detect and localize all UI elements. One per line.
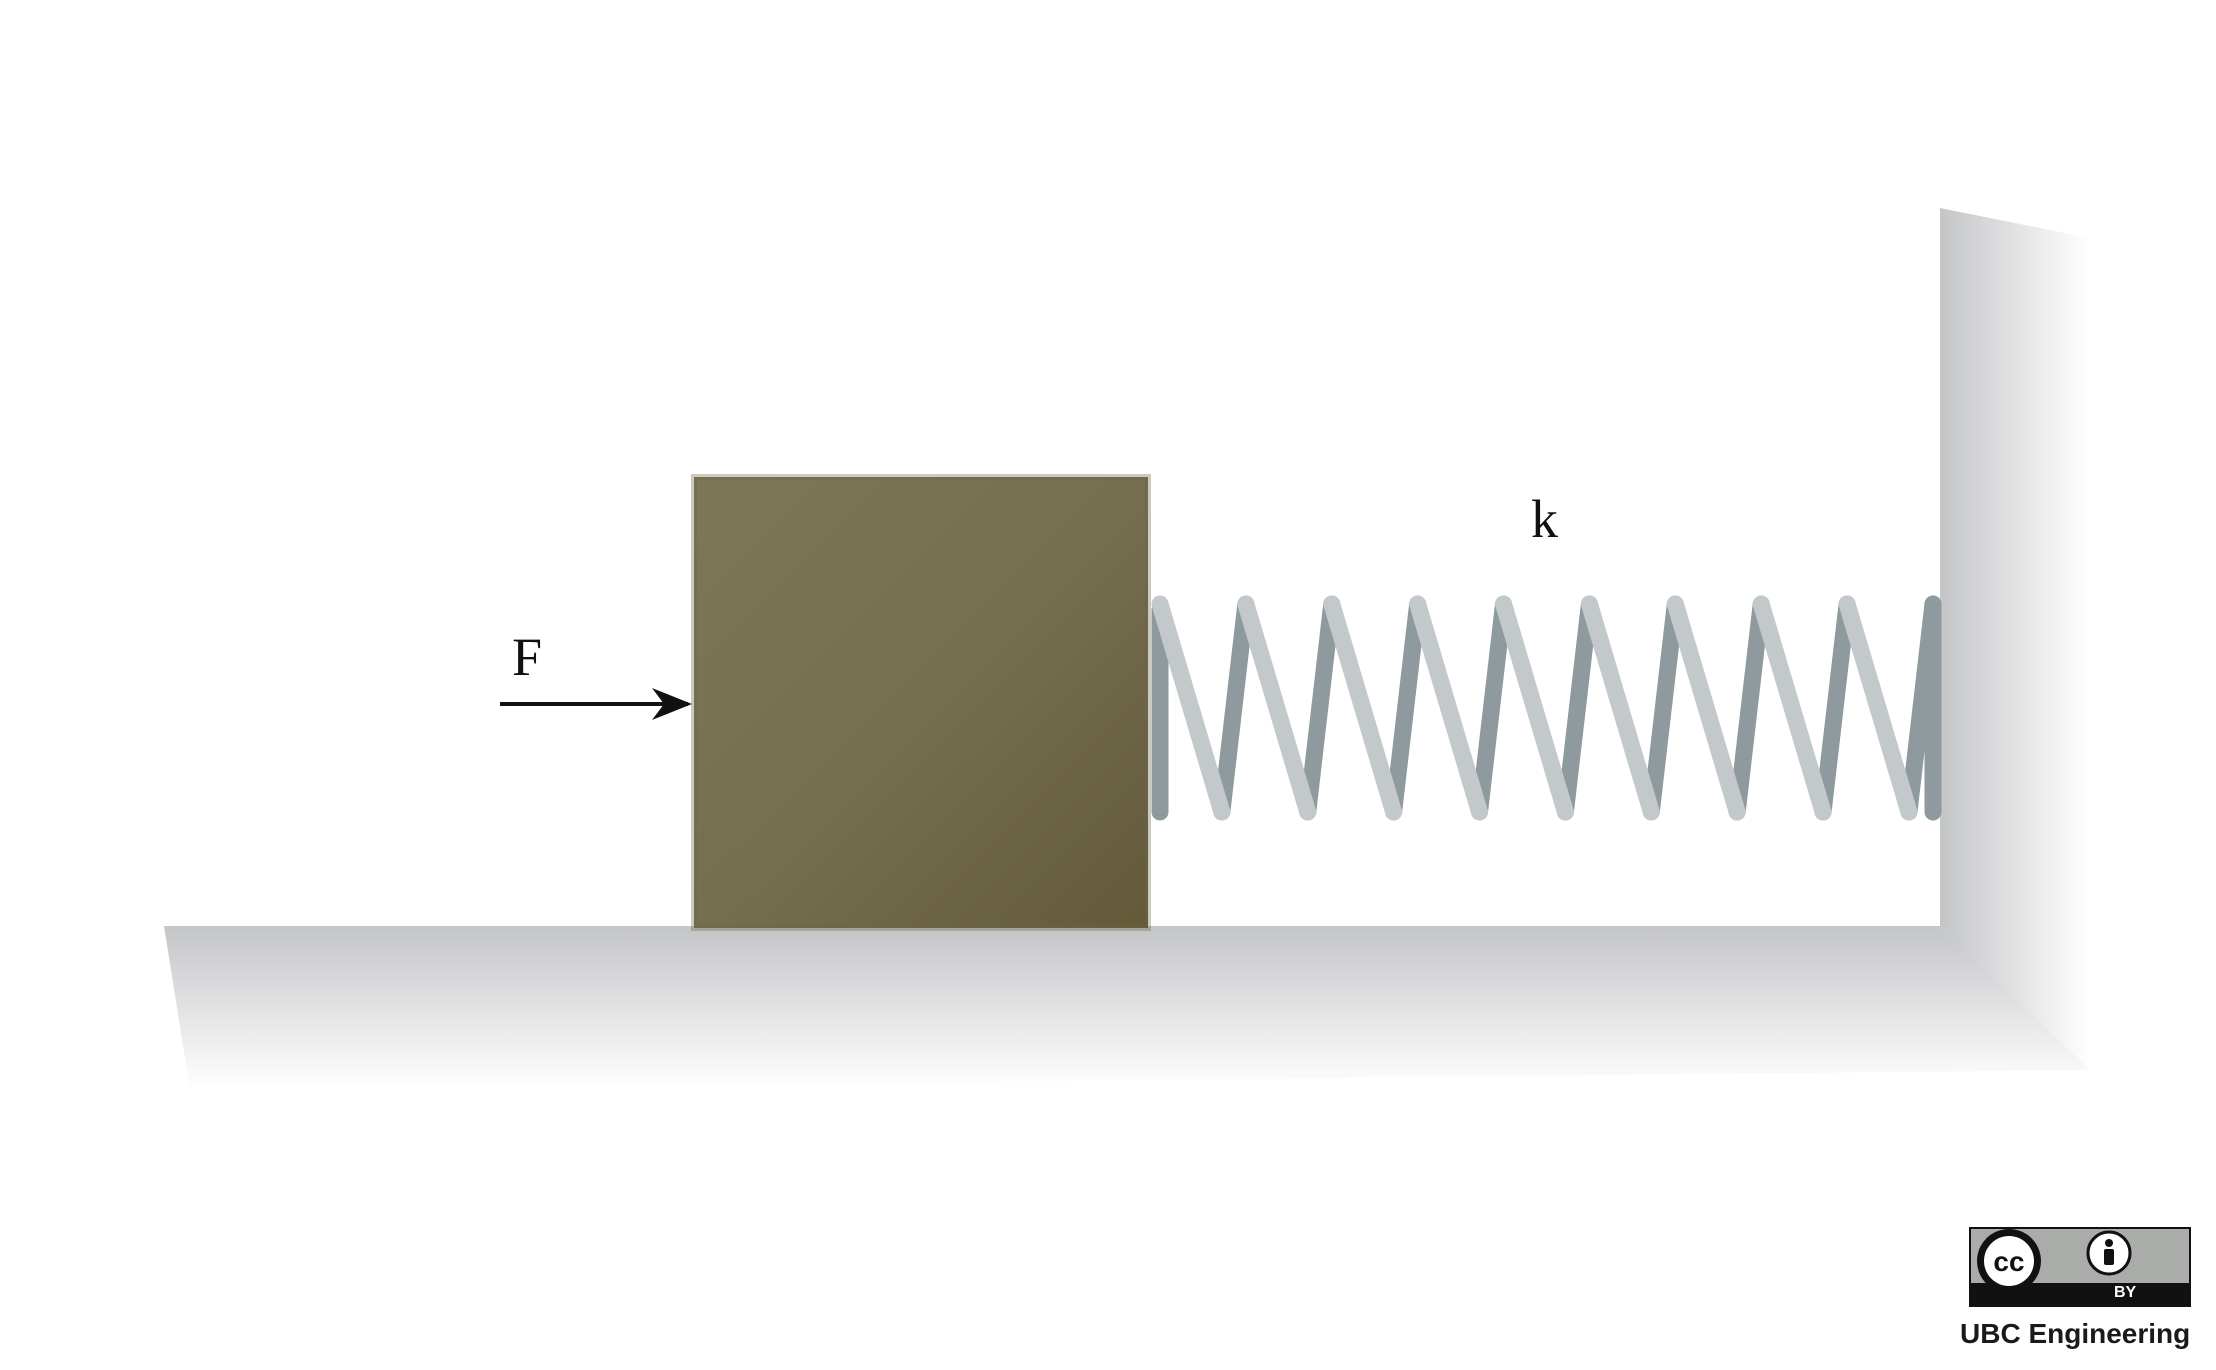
mass-block — [694, 477, 1148, 928]
spring-coil-back — [1814, 595, 1856, 821]
spring-coil-front — [1237, 595, 1317, 821]
spring-coil-back — [1642, 595, 1684, 821]
spring — [1151, 595, 1942, 821]
spring-coil-front — [1409, 595, 1489, 821]
cc-icon: cc — [1977, 1229, 2041, 1293]
spring-coil-front — [1666, 595, 1746, 821]
spring-coil-back — [1213, 595, 1255, 821]
spring-coil-back — [1556, 595, 1598, 821]
spring-coil-front — [1752, 595, 1832, 821]
floor-surface — [164, 926, 2090, 1090]
license-badge-text: BY — [2114, 1284, 2137, 1301]
spring-coil-back — [1385, 595, 1427, 821]
spring-coil-front — [1580, 595, 1660, 821]
cc-by-license-badge: cc — [1969, 1227, 2191, 1307]
spring-coil-back — [1471, 595, 1513, 821]
spring-coil-front — [1151, 595, 1231, 821]
force-label: F — [512, 627, 543, 687]
spring-constant-label: k — [1531, 489, 1558, 549]
svg-text:cc: cc — [1993, 1246, 2024, 1277]
spring-coil-front — [1838, 595, 1918, 821]
wall-surface — [1940, 208, 2090, 1070]
credit-text: UBC Engineering — [1960, 1318, 2191, 1349]
spring-coil-front — [1495, 595, 1574, 821]
attribution-icon — [2086, 1230, 2132, 1276]
spring-coil-back — [1728, 595, 1770, 821]
spring-coil-back — [1299, 595, 1341, 821]
spring-coil-front — [1323, 595, 1403, 821]
